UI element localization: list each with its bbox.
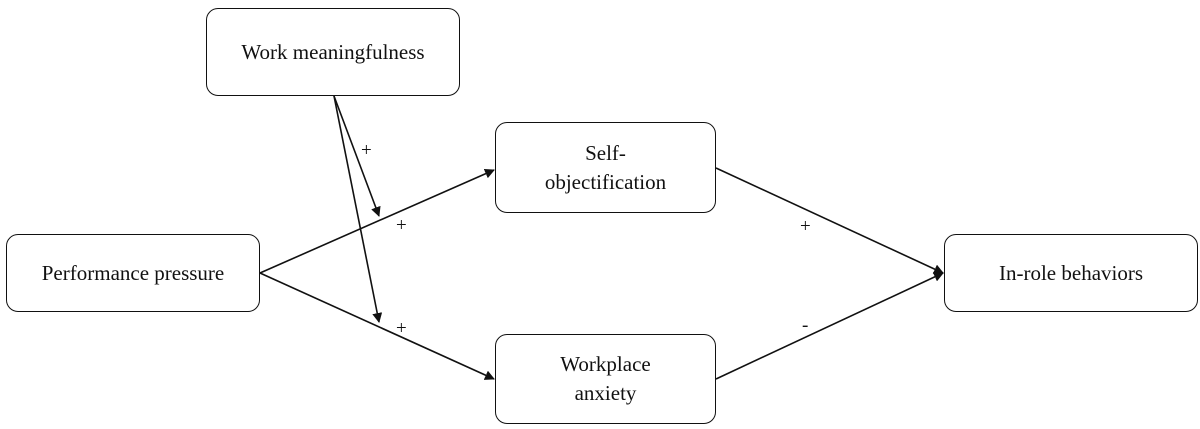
node-workplace-anxiety-label-line1: Workplace bbox=[560, 352, 651, 376]
node-performance-pressure-label: Performance pressure bbox=[41, 260, 225, 285]
edge-selfobj-to-inrole bbox=[715, 167, 944, 274]
sign-anxiety-inrole-minus: - bbox=[802, 315, 809, 336]
node-in-role-behaviors: In-role behaviors bbox=[944, 234, 1198, 312]
edge-moderator-to-path-1 bbox=[333, 95, 381, 217]
sign-moderator-plus: + bbox=[361, 140, 372, 161]
edge-pressure-to-anxiety bbox=[259, 272, 495, 380]
edge-moderator-to-path-2 bbox=[333, 95, 383, 323]
node-performance-pressure: Performance pressure bbox=[6, 234, 260, 312]
node-self-objectification: Self- objectification bbox=[495, 122, 716, 213]
sign-pressure-selfobj-plus: + bbox=[396, 215, 407, 236]
node-in-role-behaviors-label: In-role behaviors bbox=[998, 260, 1144, 285]
node-self-objectification-label-line2: objectification bbox=[544, 169, 667, 194]
node-workplace-anxiety-label-line2: anxiety bbox=[574, 381, 637, 405]
sign-selfobj-inrole-plus: + bbox=[800, 216, 811, 237]
node-work-meaningfulness-label: Work meaningfulness bbox=[241, 39, 425, 64]
edge-anxiety-to-inrole bbox=[715, 272, 944, 380]
node-workplace-anxiety: Workplace anxiety bbox=[495, 334, 716, 424]
sign-pressure-anxiety-plus: + bbox=[396, 318, 407, 339]
edge-pressure-to-selfobj bbox=[259, 169, 495, 274]
node-self-objectification-label-line1: Self- bbox=[585, 140, 626, 165]
node-work-meaningfulness: Work meaningfulness bbox=[206, 8, 460, 96]
